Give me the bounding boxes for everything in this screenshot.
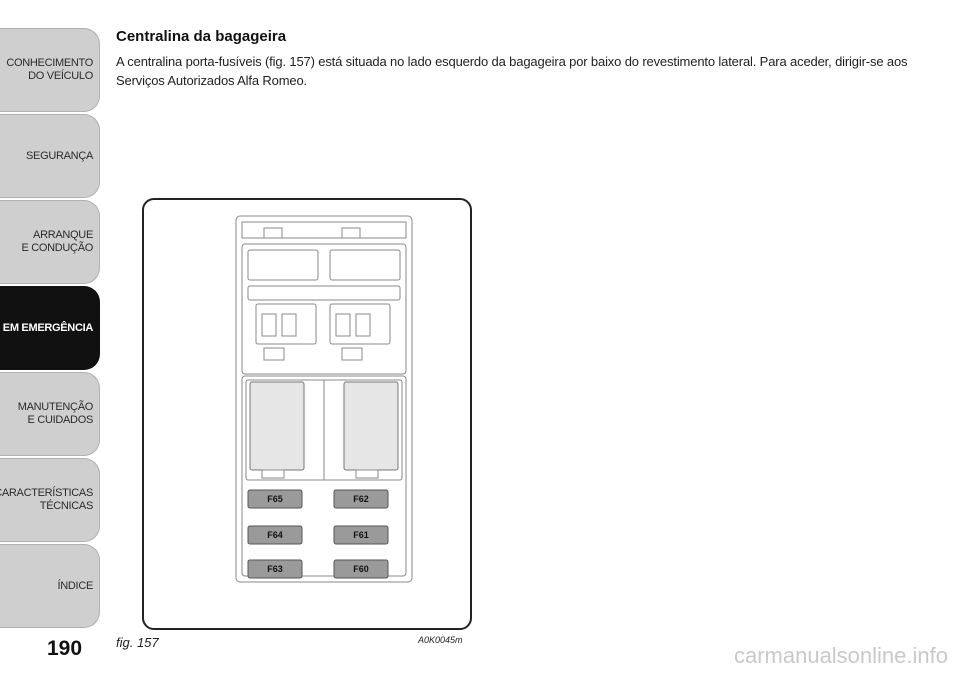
- fuse-group: [247, 489, 389, 579]
- figure-caption: fig. 157: [116, 635, 159, 650]
- fuse-f65: [247, 489, 303, 509]
- fusebox-diagram: F65 F64 F63 F62 F61 F60: [235, 215, 413, 583]
- tab-arranque[interactable]: ARRANQUE E CONDUÇÃO: [0, 200, 100, 284]
- relay-left: [249, 381, 305, 471]
- fuse-f61: [333, 525, 389, 545]
- fuse-label-f61: F61: [353, 530, 369, 540]
- fuse-f63: [247, 559, 303, 579]
- fuse-label-f64: F64: [267, 530, 283, 540]
- watermark: carmanualsonline.info: [733, 643, 948, 668]
- relay-right: [343, 381, 399, 471]
- fuse-label-f63: F63: [267, 564, 283, 574]
- section-body: A centralina porta-fusíveis (fig. 157) e…: [116, 54, 908, 88]
- section-title: Centralina da bagageira: [116, 28, 287, 45]
- fuse-label-f65: F65: [267, 494, 283, 504]
- tab-seguranca[interactable]: SEGURANÇA: [0, 114, 100, 198]
- tab-caracteristicas[interactable]: CARACTERÍSTICAS TÉCNICAS: [0, 458, 100, 542]
- fuse-label-f60: F60: [353, 564, 369, 574]
- fuse-f64: [247, 525, 303, 545]
- page-number: 190: [47, 637, 83, 660]
- tab-manutencao[interactable]: MANUTENÇÃO E CUIDADOS: [0, 372, 100, 456]
- tab-em-emergencia[interactable]: EM EMERGÊNCIA: [0, 286, 100, 370]
- fuse-label-f62: F62: [353, 494, 369, 504]
- fusebox-figure: F65 F64 F63 F62 F61 F60: [142, 198, 472, 630]
- tab-conhecimento[interactable]: CONHECIMENTO DO VEÍCULO: [0, 28, 100, 112]
- fuse-f62: [333, 489, 389, 509]
- fuse-f60: [333, 559, 389, 579]
- figure-code: A0K0045m: [418, 635, 463, 645]
- tab-indice[interactable]: ÍNDICE: [0, 544, 100, 628]
